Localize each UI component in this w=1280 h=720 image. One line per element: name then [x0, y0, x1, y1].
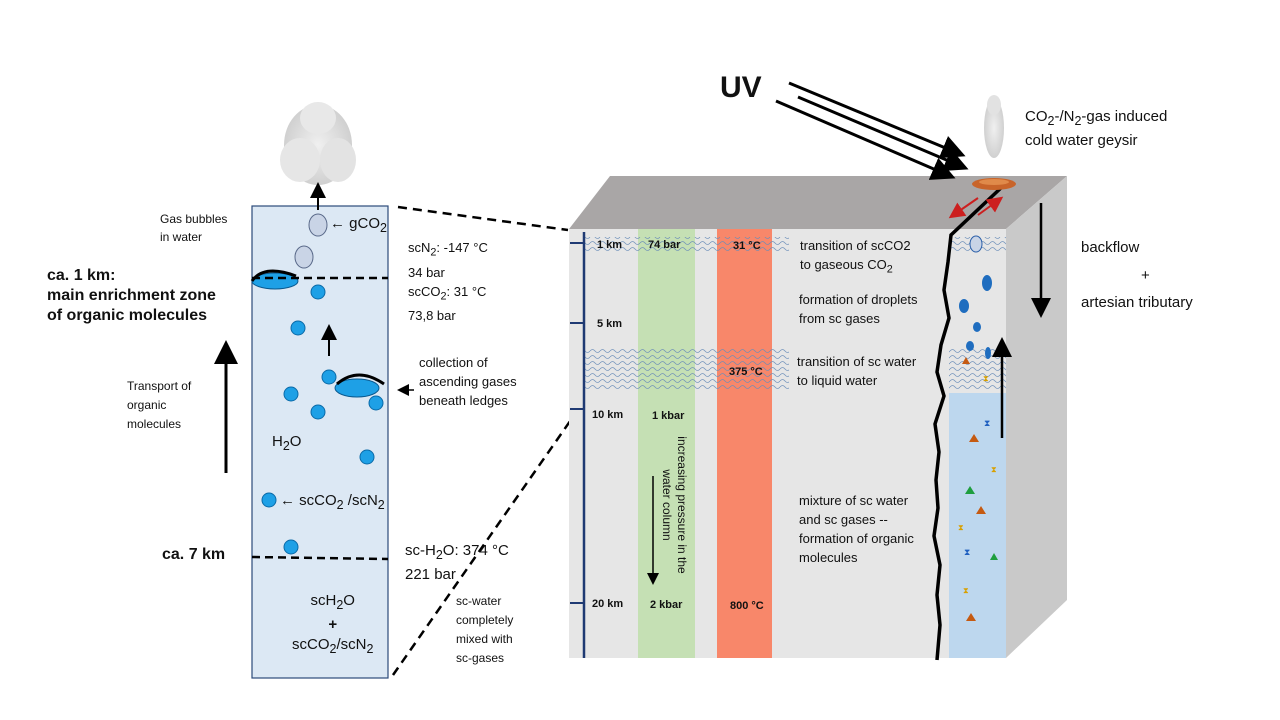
temperature-band	[717, 229, 772, 658]
svg-text:⧗: ⧗	[984, 419, 990, 429]
crevice-water	[949, 393, 1006, 658]
h2o-label: H2O	[272, 433, 302, 453]
svg-text:⧗: ⧗	[964, 548, 970, 558]
crevice-droplets	[959, 235, 992, 359]
uv-label: UV	[720, 71, 762, 104]
depth-1km: 1 km	[597, 239, 623, 251]
depth-20km: 20 km	[592, 598, 624, 610]
svg-text:⧗: ⧗	[991, 465, 997, 474]
backflow-label: backflow	[1081, 239, 1140, 256]
plus-label: +	[1141, 267, 1150, 284]
organic-molecules: ⧗ ⧗ ⧗ ⧗ ⧗ ⧗	[958, 357, 998, 621]
block-front-face	[569, 229, 1006, 658]
connector-bottom	[391, 403, 584, 676]
temp-800c: 800 °C	[730, 600, 764, 612]
svg-text:⧗: ⧗	[983, 374, 989, 383]
pressure-1kbar: 1 kbar	[652, 410, 685, 422]
steam-cloud-left	[280, 102, 356, 185]
crust-block	[569, 176, 1067, 661]
temp-375c: 375 °C	[729, 366, 763, 378]
pressure-2kbar: 2 kbar	[650, 599, 683, 611]
svg-text:⧗: ⧗	[963, 586, 969, 595]
temp-31c: 31 °C	[733, 240, 761, 252]
depth-10km: 10 km	[592, 409, 624, 421]
sc-water-critical-label: sc-H2O: 374 °C 221 bar	[405, 542, 509, 583]
supercritical-gas-label: scN2: -147 °C 34 bar scCO2: 31 °C 73,8 b…	[408, 240, 488, 324]
depth-line-7km	[251, 555, 389, 561]
gco2-label: ← gCO2	[330, 215, 387, 235]
geysir	[948, 95, 1016, 219]
scco2-scn2-label: ← scCO2 /scN2	[280, 492, 385, 512]
geysir-label: CO2-/N2-gas induced cold water geysir	[1025, 108, 1168, 149]
svg-text:⧗: ⧗	[958, 523, 964, 532]
connector-top	[397, 205, 569, 232]
block-top-face	[569, 176, 1067, 229]
gas-bubbles	[294, 213, 328, 269]
sc-droplets	[250, 269, 385, 555]
pressure-band	[638, 229, 695, 658]
bottom-mixture-label: scH2O + scCO2/scN2	[292, 592, 374, 656]
depth-7km-label: ca. 7 km	[162, 546, 226, 563]
depth-5km: 5 km	[597, 318, 623, 330]
artesian-label: artesian tributary	[1081, 294, 1193, 311]
pressure-74bar: 74 bar	[648, 239, 681, 251]
block-side-face	[1006, 176, 1067, 658]
uv-rays	[775, 81, 969, 180]
